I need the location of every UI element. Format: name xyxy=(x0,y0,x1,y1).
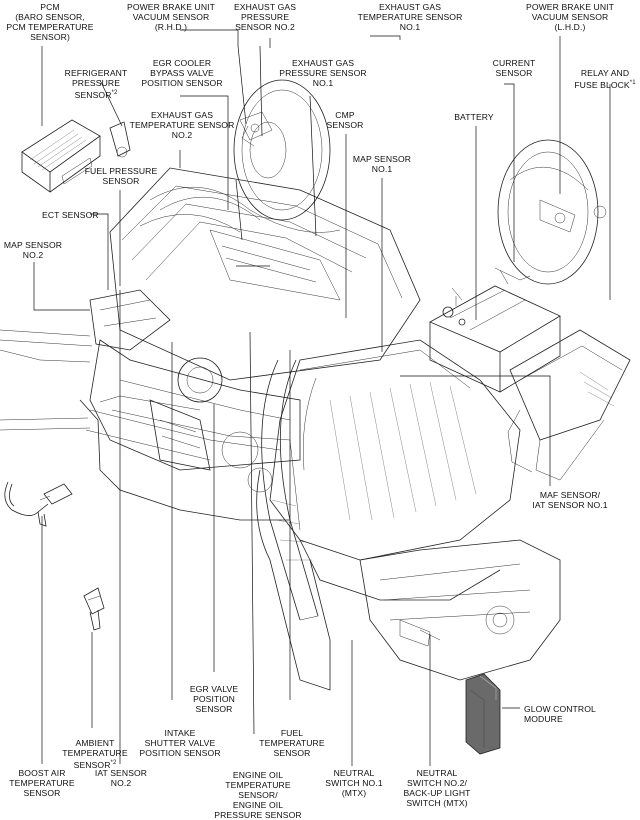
label-refrigerant-sensor: REFRIGERANT PRESSURE SENSOR*2 xyxy=(64,68,128,100)
label-exhaust-gas-temp-2: EXHAUST GAS TEMPERATURE SENSOR NO.2 xyxy=(129,110,235,140)
label-egr-cooler-bypass: EGR COOLER BYPASS VALVE POSITION SENSOR xyxy=(141,58,223,88)
label-brake-vacuum-rhd: POWER BRAKE UNIT VACUUM SENSOR (R.H.D.) xyxy=(126,2,216,32)
label-fuel-pressure-sensor: FUEL PRESSURE SENSOR xyxy=(84,166,158,186)
brake-booster-lhd xyxy=(497,139,607,285)
ambient-temp-sensor-part xyxy=(83,587,105,631)
label-engine-oil-sensors: ENGINE OIL TEMPERATURE SENSOR/ ENGINE OI… xyxy=(214,770,302,820)
label-exhaust-gas-pressure-2: EXHAUST GAS PRESSURE SENSOR NO.2 xyxy=(233,2,297,32)
label-map-sensor-2: MAP SENSOR NO.2 xyxy=(3,240,63,260)
relay-footnote: *1 xyxy=(629,80,636,86)
brake-booster-rhd xyxy=(233,79,331,221)
label-exhaust-gas-temp-1: EXHAUST GAS TEMPERATURE SENSOR NO.1 xyxy=(357,2,463,32)
label-pcm: PCM (BARO SENSOR, PCM TEMPERATURE SENSOR… xyxy=(6,2,94,42)
intake-hose xyxy=(256,469,331,691)
ambient-footnote: *2 xyxy=(110,760,117,766)
label-neutral-switch-1: NEUTRAL SWITCH NO.1 (MTX) xyxy=(325,768,383,798)
label-map-sensor-1: MAP SENSOR NO.1 xyxy=(352,154,412,174)
label-maf-iat-sensor-1: MAF SENSOR/ IAT SENSOR NO.1 xyxy=(532,490,608,510)
boost-air-temp-sensor-part xyxy=(4,481,73,527)
label-neutral-switch-2: NEUTRAL SWITCH NO.2/ BACK-UP LIGHT SWITC… xyxy=(403,768,471,808)
label-ect-sensor: ECT SENSOR xyxy=(42,210,99,220)
label-fuel-temp-sensor: FUEL TEMPERATURE SENSOR xyxy=(259,728,325,758)
label-intake-shutter-valve: INTAKE SHUTTER VALVE POSITION SENSOR xyxy=(139,728,221,758)
refrigerant-sensor-part xyxy=(109,121,131,158)
label-ambient-temp-sensor: AMBIENT TEMPERATURE SENSOR*2 xyxy=(62,738,128,770)
label-exhaust-gas-pressure-1: EXHAUST GAS PRESSURE SENSOR NO.1 xyxy=(279,58,367,88)
front-frame xyxy=(0,329,201,431)
battery-part xyxy=(429,267,561,393)
label-cmp-sensor: CMP SENSOR xyxy=(326,110,364,130)
label-glow-control-module: GLOW CONTROL MODURE xyxy=(524,704,596,724)
label-boost-air-temp: BOOST AIR TEMPERATURE SENSOR xyxy=(9,768,75,798)
engine-block xyxy=(79,167,421,521)
pcm-unit xyxy=(21,119,101,193)
label-egr-valve-position: EGR VALVE POSITION SENSOR xyxy=(189,684,239,714)
label-battery: BATTERY xyxy=(454,112,494,122)
leader-lines xyxy=(33,29,611,766)
label-relay-fuse-block: RELAY AND FUSE BLOCK*1 xyxy=(574,68,636,90)
label-iat-sensor-2: IAT SENSOR NO.2 xyxy=(94,768,148,788)
label-current-sensor: CURRENT SENSOR xyxy=(492,58,536,78)
relay-fuse-block-part xyxy=(507,329,631,481)
refrigerant-footnote: *2 xyxy=(111,90,118,96)
label-brake-vacuum-lhd: POWER BRAKE UNIT VACUUM SENSOR (L.H.D.) xyxy=(525,2,615,32)
glow-control-module-part xyxy=(465,673,501,755)
transmission xyxy=(359,539,561,681)
air-cleaner xyxy=(261,339,521,621)
